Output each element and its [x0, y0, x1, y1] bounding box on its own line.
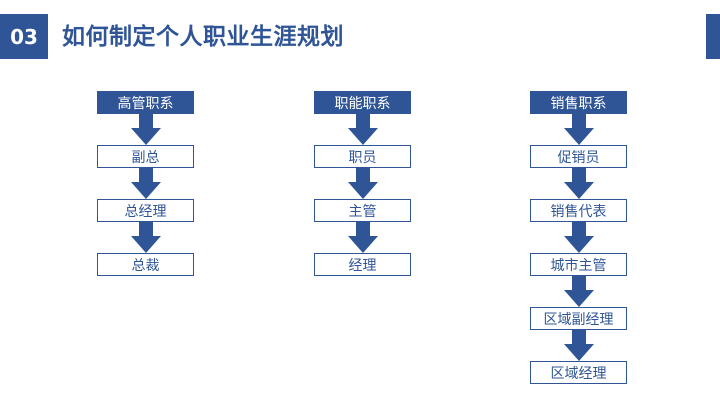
section-number-badge: 03: [0, 14, 48, 59]
down-arrow-icon: [97, 114, 194, 145]
career-track-sales: 销售职系 促销员 销售代表 城市主管 区域副经理 区域经理: [530, 91, 627, 384]
track-header: 职能职系: [314, 91, 411, 114]
right-accent-bar: [706, 14, 720, 59]
down-arrow-icon: [530, 168, 627, 199]
down-arrow-icon: [314, 114, 411, 145]
track-step: 销售代表: [530, 199, 627, 222]
down-arrow-icon: [97, 222, 194, 253]
down-arrow-icon: [530, 276, 627, 307]
track-step: 促销员: [530, 145, 627, 168]
career-track-functional: 职能职系 职员 主管 经理: [314, 91, 411, 276]
down-arrow-icon: [97, 168, 194, 199]
track-step: 区域经理: [530, 361, 627, 384]
track-header: 销售职系: [530, 91, 627, 114]
track-header: 高管职系: [97, 91, 194, 114]
down-arrow-icon: [530, 114, 627, 145]
down-arrow-icon: [530, 330, 627, 361]
track-step: 经理: [314, 253, 411, 276]
down-arrow-icon: [314, 222, 411, 253]
track-step: 职员: [314, 145, 411, 168]
track-step: 副总: [97, 145, 194, 168]
track-step: 总裁: [97, 253, 194, 276]
down-arrow-icon: [314, 168, 411, 199]
page-title: 如何制定个人职业生涯规划: [62, 24, 344, 50]
career-track-executive: 高管职系 副总 总经理 总裁: [97, 91, 194, 276]
track-step: 城市主管: [530, 253, 627, 276]
track-step: 总经理: [97, 199, 194, 222]
track-step: 区域副经理: [530, 307, 627, 330]
down-arrow-icon: [530, 222, 627, 253]
track-step: 主管: [314, 199, 411, 222]
